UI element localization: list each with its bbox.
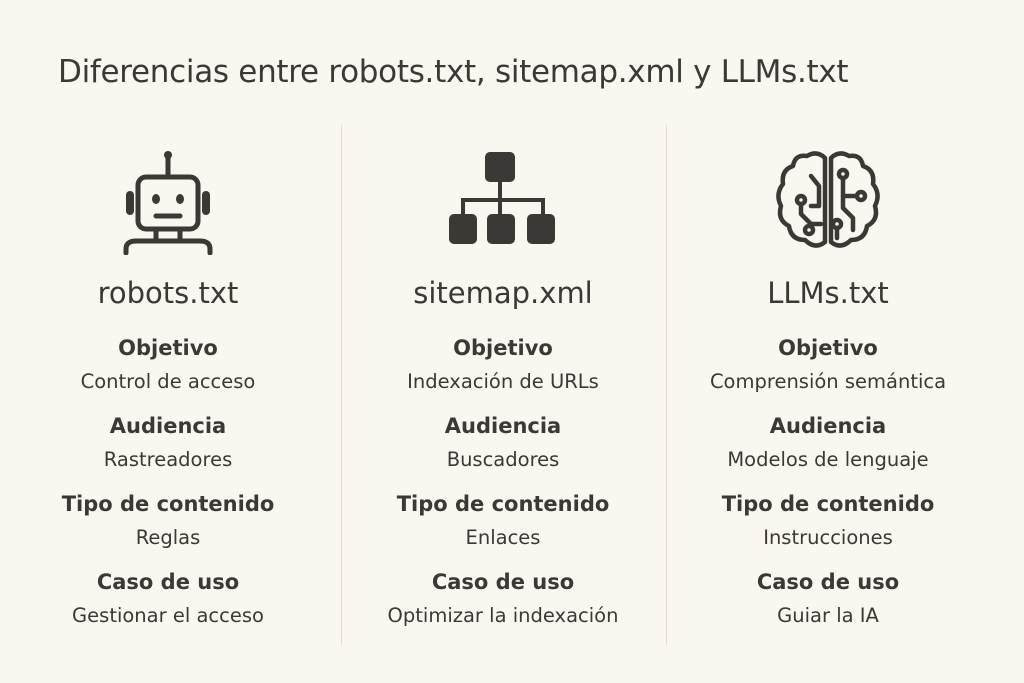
robot-icon [8, 145, 328, 255]
row-label: Caso de uso [756, 570, 900, 594]
row-value: Reglas [135, 526, 201, 549]
row-label: Audiencia [444, 414, 562, 438]
page-title: Diferencias entre robots.txt, sitemap.xm… [58, 54, 849, 90]
column-sitemap: sitemap.xml Objetivo Indexación de URLs … [343, 145, 663, 629]
row-label: Tipo de contenido [61, 492, 275, 516]
column-llms: LLMs.txt Objetivo Comprensión semántica … [668, 145, 988, 629]
row-value: Buscadores [446, 448, 560, 471]
column-divider [666, 125, 667, 645]
column-name: robots.txt [97, 276, 239, 310]
row-value: Enlaces [465, 526, 541, 549]
row-value: Comprensión semántica [709, 370, 947, 393]
row-value: Rastreadores [103, 448, 233, 471]
row-value: Modelos de lenguaje [727, 448, 929, 471]
row-label: Objetivo [778, 336, 878, 360]
row-label: Audiencia [109, 414, 227, 438]
row-label: Tipo de contenido [396, 492, 610, 516]
row-value: Gestionar el acceso [72, 604, 264, 627]
row-label: Audiencia [769, 414, 887, 438]
row-value: Control de acceso [80, 370, 256, 393]
row-label: Caso de uso [96, 570, 240, 594]
row-label: Objetivo [453, 336, 553, 360]
row-label: Objetivo [118, 336, 218, 360]
row-label: Tipo de contenido [721, 492, 935, 516]
row-label: Caso de uso [431, 570, 575, 594]
column-divider [341, 125, 342, 645]
column-name: LLMs.txt [767, 276, 889, 310]
row-value: Optimizar la indexación [387, 604, 619, 627]
row-value: Guiar la IA [777, 604, 879, 627]
column-name: sitemap.xml [413, 276, 593, 310]
sitemap-hierarchy-icon [343, 145, 663, 255]
column-robots: robots.txt Objetivo Control de acceso Au… [8, 145, 328, 629]
row-value: Instrucciones [763, 526, 893, 549]
brain-circuit-icon [668, 145, 988, 255]
row-value: Indexación de URLs [407, 370, 599, 393]
